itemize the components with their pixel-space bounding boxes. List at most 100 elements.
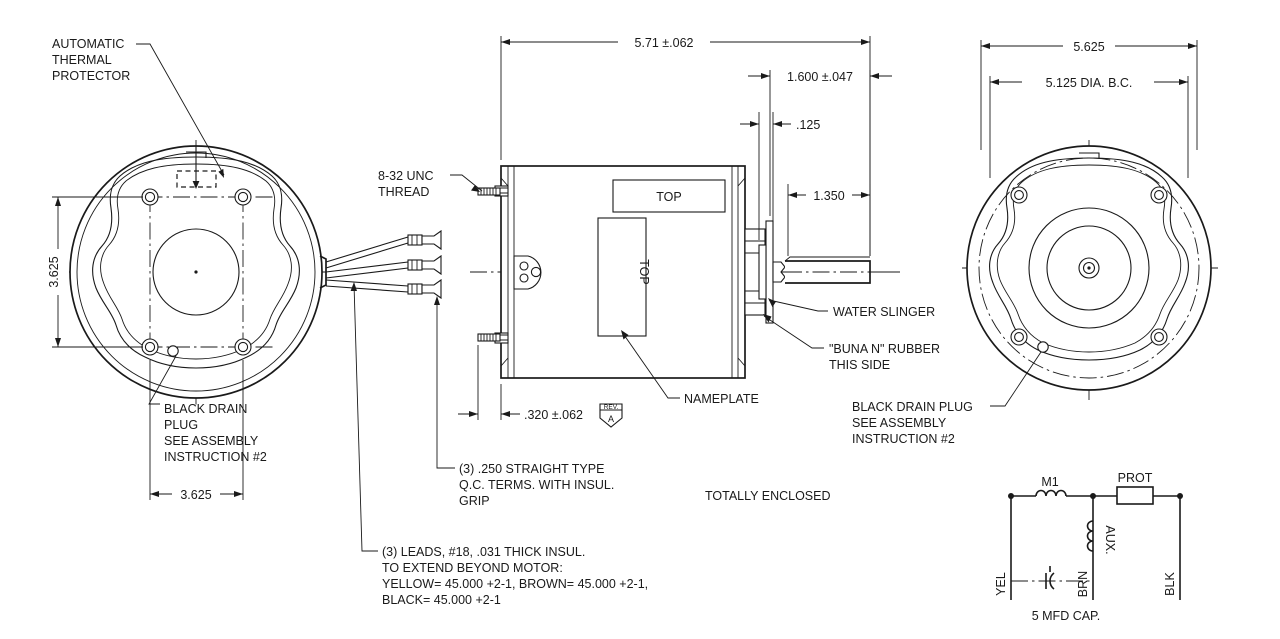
qc-terminals-leader-arrow bbox=[434, 296, 440, 305]
right-drain-plug-leader bbox=[990, 351, 1042, 407]
lead-wire-group bbox=[325, 229, 442, 300]
left-view: AUTOMATIC THERMAL PROTECTOR BLACK DRAIN … bbox=[47, 37, 330, 503]
qc-terminal-1 bbox=[407, 229, 442, 251]
slinger-thickness-value: .125 bbox=[796, 118, 820, 132]
shaft-end-assembly bbox=[744, 220, 900, 324]
right-outer-diameter-value: 5.625 bbox=[1073, 40, 1104, 54]
qc-terminals-label-line1: (3) .250 STRAIGHT TYPE bbox=[459, 462, 604, 476]
slinger-thickness-dimension: .125 bbox=[740, 112, 820, 256]
water-slinger-leader-arrow bbox=[768, 298, 776, 308]
thermal-protector-leader bbox=[136, 43, 225, 176]
thermal-protector-label-line3: PROTECTOR bbox=[52, 69, 130, 83]
left-mounting-boss-bottom-right bbox=[234, 338, 252, 356]
left-vdim-arrow-top bbox=[55, 197, 61, 206]
yel-lead-label: YEL bbox=[994, 572, 1008, 596]
nameplate-outline bbox=[597, 217, 647, 337]
left-drain-plug-hole bbox=[167, 345, 179, 357]
brn-lead-label: BRN bbox=[1076, 571, 1090, 597]
bc-dim-text-mask bbox=[1022, 74, 1154, 91]
right-top-notch bbox=[1079, 152, 1100, 159]
motor-right-endbell-chamfers bbox=[737, 177, 746, 367]
left-hdim-arrow-right bbox=[234, 491, 243, 497]
nameplate-label: NAMEPLATE bbox=[684, 392, 759, 406]
qc-terminal-3 bbox=[407, 278, 442, 300]
thermal-protector-leader-arrow bbox=[218, 168, 224, 178]
buna-label-line2: THIS SIDE bbox=[829, 358, 890, 372]
m1-coil-symbol bbox=[1035, 489, 1067, 497]
right-od-dimension: 5.625 bbox=[980, 38, 1198, 150]
left-drain-plug-label-line4: INSTRUCTION #2 bbox=[164, 450, 267, 464]
left-top-notch bbox=[186, 151, 207, 158]
right-bolt-circle-value: 5.125 DIA. B.C. bbox=[1046, 76, 1133, 90]
lead-end-offset-dimension: .320 ±.062 bbox=[458, 345, 583, 422]
left-mounting-boss-bottom-left bbox=[141, 338, 159, 356]
right-drain-plug-hole bbox=[1037, 341, 1049, 353]
center-view: TOP TOP 5.71 ±.062 bbox=[350, 34, 940, 607]
shaft-break-symbol bbox=[772, 261, 786, 283]
qc-terminals-label-line3: GRIP bbox=[459, 494, 490, 508]
aux-coil-symbol bbox=[1086, 520, 1094, 552]
overall-dim-arrow-right bbox=[861, 39, 870, 45]
left-drain-plug-label-line1: BLACK DRAIN bbox=[164, 402, 247, 416]
bc-dim-arrow-left bbox=[990, 79, 999, 85]
leads-note-line1: (3) LEADS, #18, .031 THICK INSUL. bbox=[382, 545, 585, 559]
left-hdim-arrow-left bbox=[150, 491, 159, 497]
capacitor-symbol bbox=[1045, 566, 1055, 590]
water-slinger-leader bbox=[768, 299, 828, 312]
nameplate-leader-arrow bbox=[621, 330, 629, 340]
right-mounting-boss-top-left bbox=[1010, 186, 1028, 204]
buna-leader-arrow bbox=[763, 314, 772, 323]
m1-label: M1 bbox=[1041, 475, 1058, 489]
thermal-protector-label-line2: THERMAL bbox=[52, 53, 112, 67]
thread-stud-bottom bbox=[477, 333, 501, 342]
thread-callout-arrow bbox=[471, 185, 480, 192]
revision-flag: REV. A bbox=[599, 403, 623, 428]
left-mounting-boss-top-left bbox=[141, 188, 159, 206]
shaft-chamfer bbox=[784, 256, 870, 262]
left-vertical-dimension: 3.625 bbox=[47, 196, 143, 348]
left-center-bore bbox=[152, 228, 240, 316]
left-drain-plug-label-line3: SEE ASSEMBLY bbox=[164, 434, 259, 448]
right-shaft-center-point bbox=[1087, 266, 1091, 270]
lead-wire-1 bbox=[325, 236, 409, 269]
shaft-len-dim-arrow-right bbox=[861, 192, 870, 198]
nameplate-leader bbox=[621, 331, 680, 399]
motor-left-endbell-chamfers bbox=[500, 177, 509, 367]
blk-lead-label: BLK bbox=[1163, 572, 1177, 596]
od-dim-arrow-right bbox=[1188, 43, 1197, 49]
right-mounting-boss-bottom-left bbox=[1010, 328, 1028, 346]
lead-end-offset-value: .320 ±.062 bbox=[524, 408, 583, 422]
shaft-len-text-mask bbox=[806, 187, 852, 204]
leads-note-line2: TO EXTEND BEYOND MOTOR: bbox=[382, 561, 563, 575]
qc-terminal-2 bbox=[407, 254, 442, 276]
right-mounting-boss-bottom-right bbox=[1150, 328, 1168, 346]
leads-note-leader bbox=[353, 283, 378, 552]
leads-note-line3: YELLOW= 45.000 +2-1, BROWN= 45.000 +2-1, bbox=[382, 577, 648, 591]
water-slinger-ring bbox=[758, 244, 767, 300]
shaft-len-dim-arrow-left bbox=[788, 192, 797, 198]
left-drain-plug-leader bbox=[148, 355, 177, 405]
left-horizontal-dimension-value: 3.625 bbox=[180, 488, 211, 502]
leads-note-leader-arrow bbox=[350, 282, 357, 291]
left-vdim-arrow-bottom bbox=[55, 338, 61, 347]
left-drain-plug-label-line2: PLUG bbox=[164, 418, 198, 432]
left-vdim-text-mask bbox=[48, 249, 69, 295]
buna-leader bbox=[763, 315, 824, 349]
nameplate-top-label: TOP bbox=[637, 259, 651, 284]
bearing-hub-ribs bbox=[745, 240, 765, 304]
right-drain-plug-label-line2: SEE ASSEMBLY bbox=[852, 416, 947, 430]
buna-label-line1: "BUNA N" RUBBER bbox=[829, 342, 940, 356]
revision-flag-header: REV. bbox=[604, 404, 619, 411]
slinger-dim-arrow-right bbox=[773, 121, 782, 127]
shaft-ext-dim-arrow-left bbox=[761, 73, 770, 79]
offset-dim-arrow-left bbox=[469, 411, 478, 417]
od-dim-text-mask bbox=[1063, 38, 1115, 55]
thread-callout-line1: 8-32 UNC bbox=[378, 169, 434, 183]
shaft-length-dimension: 1.350 bbox=[787, 184, 871, 256]
left-center-point bbox=[194, 270, 198, 274]
thread-stud-top bbox=[477, 187, 501, 196]
thermal-protector-label-line1: AUTOMATIC bbox=[52, 37, 124, 51]
top-plate-horizontal bbox=[612, 179, 726, 213]
